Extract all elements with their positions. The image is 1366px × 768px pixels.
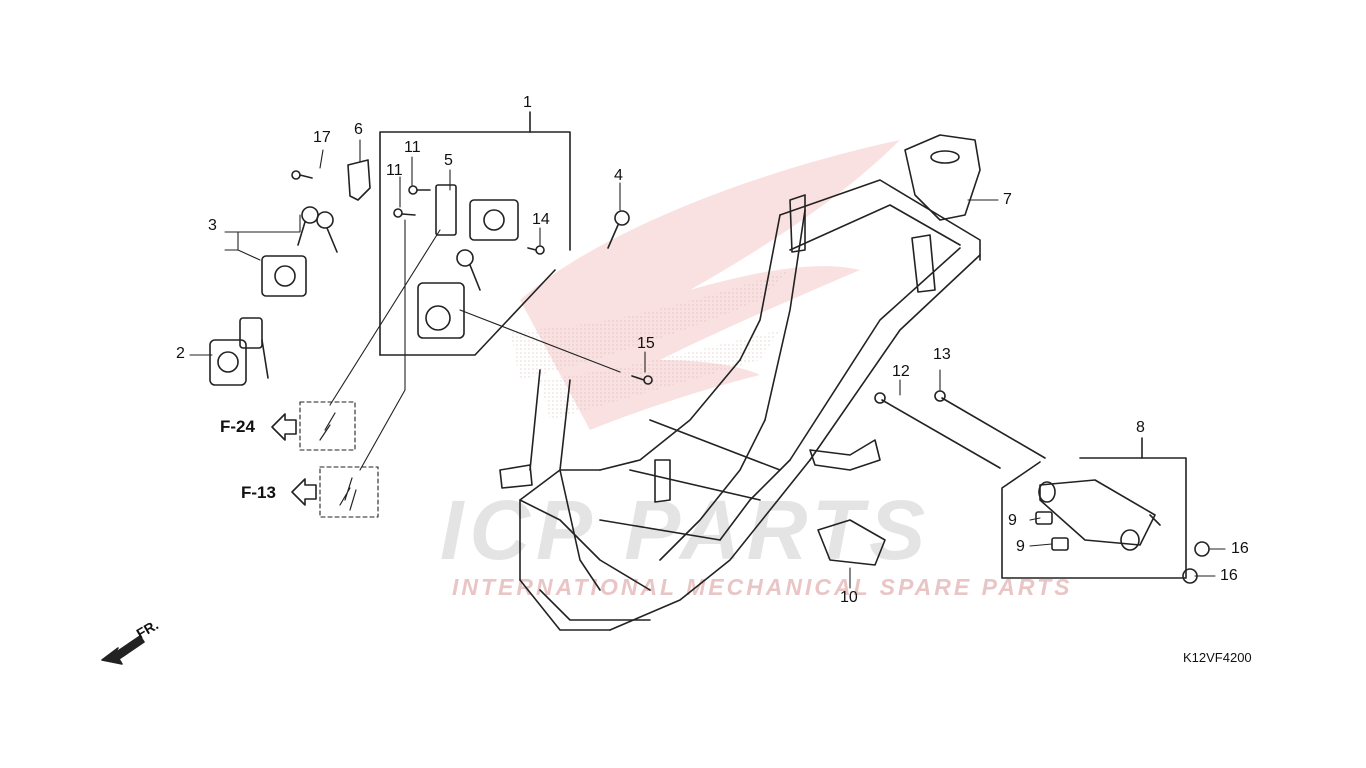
rubber-9b bbox=[1051, 537, 1069, 551]
callout-17: 17 bbox=[313, 129, 331, 146]
ref-arrow-f24 bbox=[271, 413, 297, 441]
watermark-tagline: INTERNATIONAL MECHANICAL SPARE PARTS bbox=[452, 574, 1073, 600]
cover-10 bbox=[817, 519, 886, 566]
callout-10: 10 bbox=[840, 589, 858, 606]
seat-lock-3 bbox=[261, 255, 307, 297]
callout-14: 14 bbox=[532, 211, 550, 228]
key-part-4 bbox=[607, 210, 630, 249]
callout-12: 12 bbox=[892, 363, 910, 380]
group-8-bracket bbox=[1001, 437, 1187, 579]
callout-8: 8 bbox=[1136, 419, 1145, 436]
screw-11b bbox=[393, 208, 416, 218]
ref-box-f24 bbox=[299, 401, 356, 451]
callout-4: 4 bbox=[614, 167, 623, 184]
seat-lock-group-1 bbox=[417, 199, 519, 339]
screw-15 bbox=[631, 375, 653, 385]
callout-13: 13 bbox=[933, 346, 951, 363]
ref-label-f24: F-24 bbox=[220, 417, 255, 436]
callout-11b: 11 bbox=[386, 162, 403, 179]
callout-9b: 9 bbox=[1016, 538, 1025, 555]
callout-5: 5 bbox=[444, 152, 453, 169]
screw-17 bbox=[291, 170, 313, 180]
bolt-13 bbox=[934, 390, 1046, 459]
callout-7: 7 bbox=[1003, 191, 1012, 208]
bolt-12 bbox=[874, 392, 1001, 469]
steering-lock-2 bbox=[209, 317, 269, 386]
engine-hanger-8 bbox=[1038, 479, 1161, 551]
rubber-9a bbox=[1035, 511, 1053, 525]
callout-11a: 11 bbox=[404, 139, 421, 156]
key-set-3 bbox=[297, 206, 338, 253]
callout-2: 2 bbox=[176, 345, 185, 362]
group-1-bracket bbox=[379, 111, 571, 356]
diagram-code: K12VF4200 bbox=[1183, 650, 1252, 665]
screw-11a bbox=[408, 185, 431, 195]
callout-15: 15 bbox=[637, 335, 655, 352]
nut-16a bbox=[1194, 541, 1210, 557]
bracket-6 bbox=[347, 159, 371, 201]
leader-lines bbox=[189, 139, 1226, 589]
callout-6: 6 bbox=[354, 121, 363, 138]
head-cover-7 bbox=[904, 134, 981, 221]
ref-arrow-f13 bbox=[291, 478, 317, 506]
callout-1: 1 bbox=[523, 94, 532, 111]
screw-14 bbox=[527, 245, 545, 255]
switch-5 bbox=[435, 184, 457, 236]
callout-16a: 16 bbox=[1231, 540, 1249, 557]
ref-label-f13: F-13 bbox=[241, 483, 276, 502]
callout-9a: 9 bbox=[1008, 512, 1017, 529]
ref-box-f13 bbox=[319, 466, 379, 518]
callout-3: 3 bbox=[208, 217, 217, 234]
fr-arrow-icon bbox=[101, 635, 145, 665]
frame-body-10 bbox=[499, 179, 981, 631]
callout-16b: 16 bbox=[1220, 567, 1238, 584]
nut-16b bbox=[1182, 568, 1198, 584]
